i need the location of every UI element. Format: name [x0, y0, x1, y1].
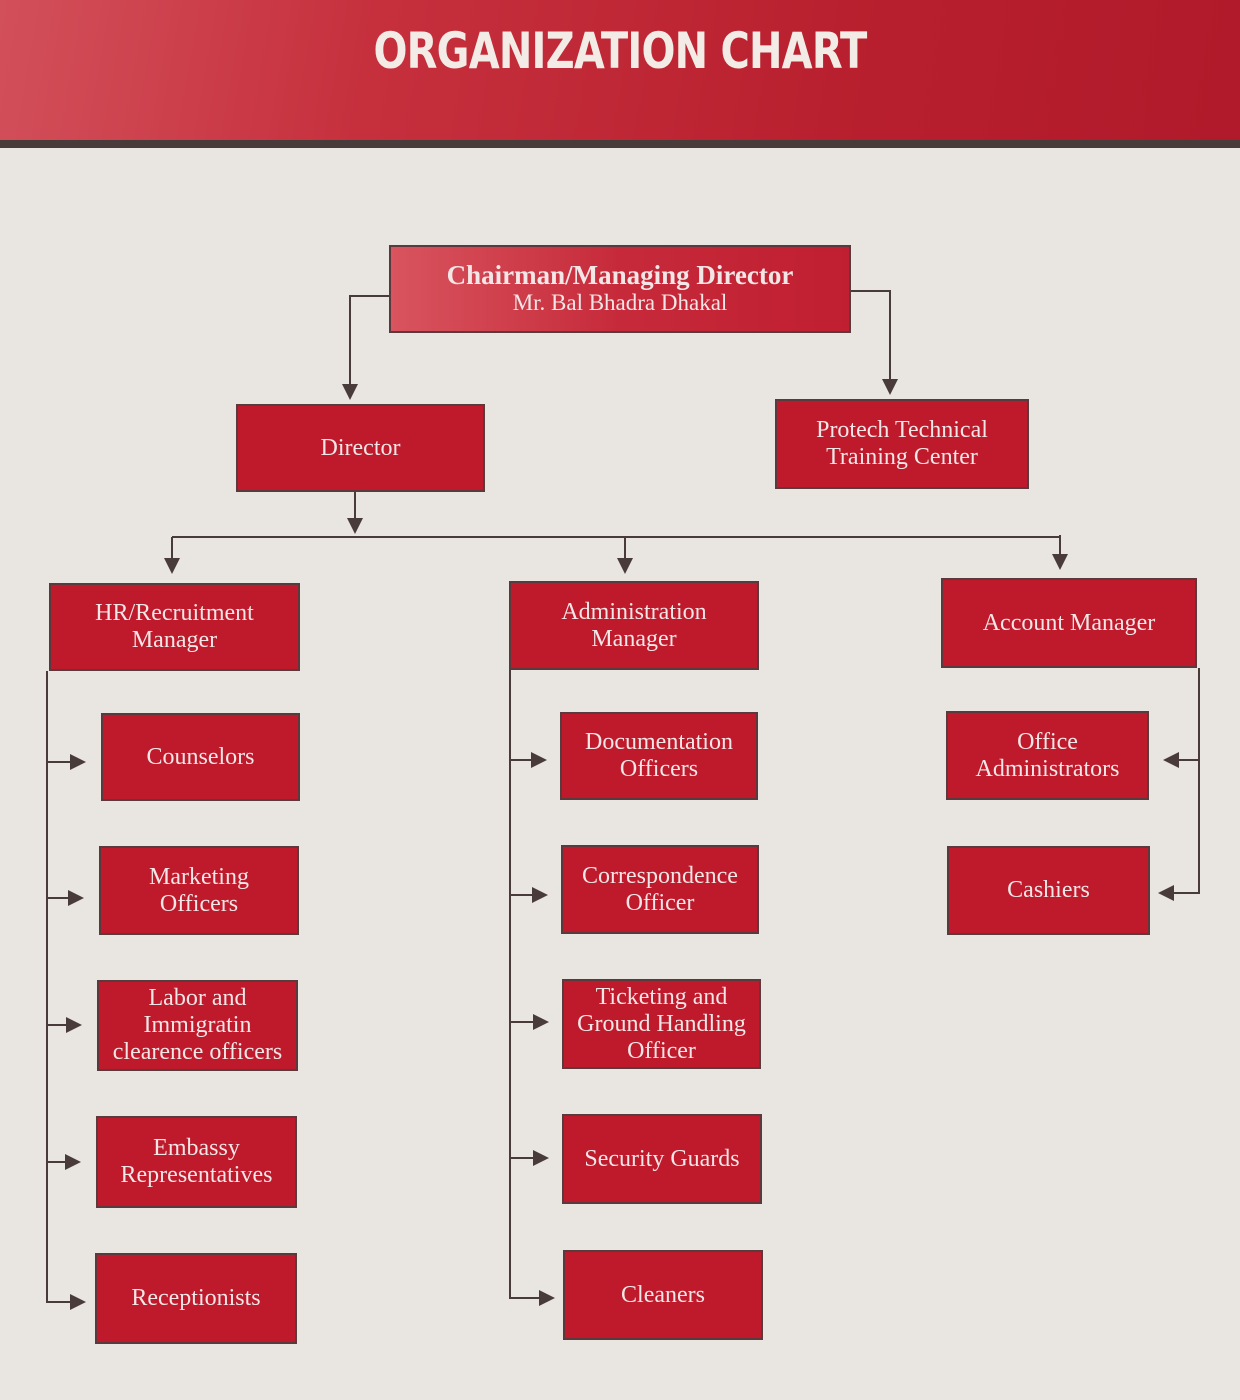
account-manager-label: Account Manager [982, 609, 1156, 636]
director-box: Director [236, 404, 485, 492]
chairman-role: Chairman/Managing Director [446, 260, 794, 290]
box-label: Cashiers [1007, 877, 1090, 903]
ticketing-officer-box: Ticketing and Ground Handling Officer [562, 979, 761, 1069]
box-label: Office Administrators [975, 728, 1120, 782]
box-label: Labor and Immigratin clearence officers [112, 985, 283, 1065]
correspondence-officer-box: Correspondence Officer [561, 845, 759, 934]
header-banner [0, 0, 1240, 148]
connector-account-bus [1158, 668, 1200, 901]
box-label: Counselors [146, 743, 255, 770]
marketing-officers-box: Marketing Officers [99, 846, 299, 935]
box-label: Cleaners [621, 1281, 705, 1308]
admin-manager-box: Administration Manager [509, 581, 759, 670]
box-label: Embassy Representatives [120, 1135, 273, 1188]
connector-chairman-training [851, 290, 898, 395]
admin-manager-label: Administration Manager [561, 598, 707, 652]
connector-admin-bus [509, 670, 555, 1306]
page-title: ORGANIZATION CHART [373, 22, 867, 80]
security-guards-box: Security Guards [562, 1114, 762, 1204]
chairman-name: Mr. Bal Bhadra Dhakal [512, 290, 728, 315]
training-center-label: Protech Technical Training Center [816, 417, 988, 470]
cashiers-box: Cashiers [947, 846, 1150, 935]
director-label: Director [320, 434, 401, 461]
documentation-officers-box: Documentation Officers [560, 712, 758, 800]
box-label: Correspondence Officer [582, 862, 738, 916]
cleaners-box: Cleaners [563, 1250, 763, 1340]
office-administrators-box: Office Administrators [946, 711, 1149, 800]
box-label: Security Guards [584, 1145, 740, 1172]
box-label: Receptionists [131, 1285, 261, 1311]
account-manager-box: Account Manager [941, 578, 1197, 668]
hr-manager-label: HR/Recruitment Manager [95, 600, 254, 653]
embassy-representatives-box: Embassy Representatives [96, 1116, 297, 1208]
counselors-box: Counselors [101, 713, 300, 801]
training-center-box: Protech Technical Training Center [775, 399, 1029, 489]
box-label: Ticketing and Ground Handling Officer [577, 983, 746, 1064]
box-label: Documentation Officers [585, 729, 733, 782]
chairman-box: Chairman/Managing Director Mr. Bal Bhadr… [389, 245, 851, 333]
labor-immigration-box: Labor and Immigratin clearence officers [97, 980, 298, 1071]
box-label: Marketing Officers [149, 863, 249, 917]
hr-manager-box: HR/Recruitment Manager [49, 583, 300, 671]
receptionists-box: Receptionists [95, 1253, 297, 1344]
connector-hr-bus [46, 671, 86, 1310]
connector-chairman-director [342, 295, 389, 400]
